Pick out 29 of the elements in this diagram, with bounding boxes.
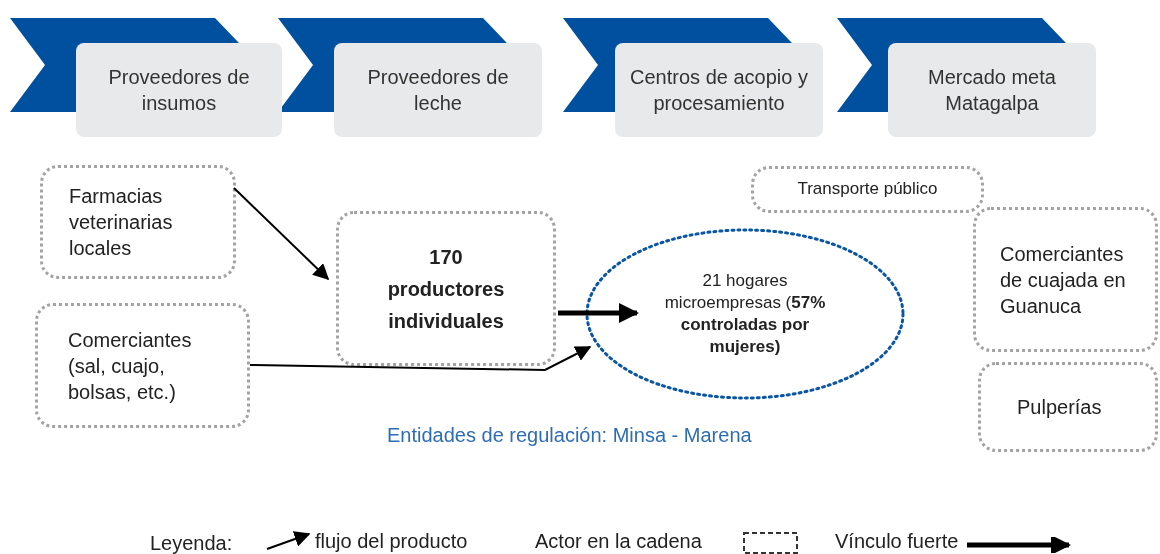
legend-title: Leyenda:: [150, 532, 233, 554]
actor-box: [336, 211, 556, 366]
actor-box: [751, 166, 984, 213]
node-text: Pulperías: [1017, 395, 1102, 420]
arrow: [249, 346, 592, 371]
node-text: 170 productores individuales: [386, 244, 506, 334]
stage-header: [334, 43, 542, 137]
node-text: Comerciantes de cuajada en Guanuca: [1000, 241, 1127, 319]
legend-text: flujo del producto: [315, 530, 468, 553]
stage-header: [888, 43, 1096, 137]
ellipse-node: [585, 228, 905, 400]
node-text: 21 hogares microempresas (57% controladas por mujeres): [663, 269, 827, 359]
node-text: Centros de acopio y procesamiento: [629, 65, 809, 116]
node-text: Proveedores de leche: [366, 65, 510, 116]
actor-box: [973, 207, 1158, 352]
actor-box: [35, 303, 250, 428]
stage-header: [76, 43, 282, 137]
node-text: Transporte público: [797, 178, 938, 201]
arrow: [233, 187, 330, 281]
node-text: Mercado meta Matagalpa: [927, 65, 1057, 116]
node-text: Comerciantes (sal, cuajo, bolsas, etc.): [68, 327, 193, 405]
legend-text: Vínculo fuerte: [835, 530, 959, 553]
node-text: Proveedores de insumos: [107, 65, 251, 116]
node-text: Farmacias veterinarias locales: [69, 184, 174, 261]
stage-header: [615, 43, 823, 137]
legend-text: Actor en la cadena: [535, 530, 702, 553]
regulation-note: Entidades de regulación: Minsa - Marena: [387, 424, 752, 447]
actor-box: [40, 165, 236, 279]
actor-box: [978, 362, 1158, 452]
